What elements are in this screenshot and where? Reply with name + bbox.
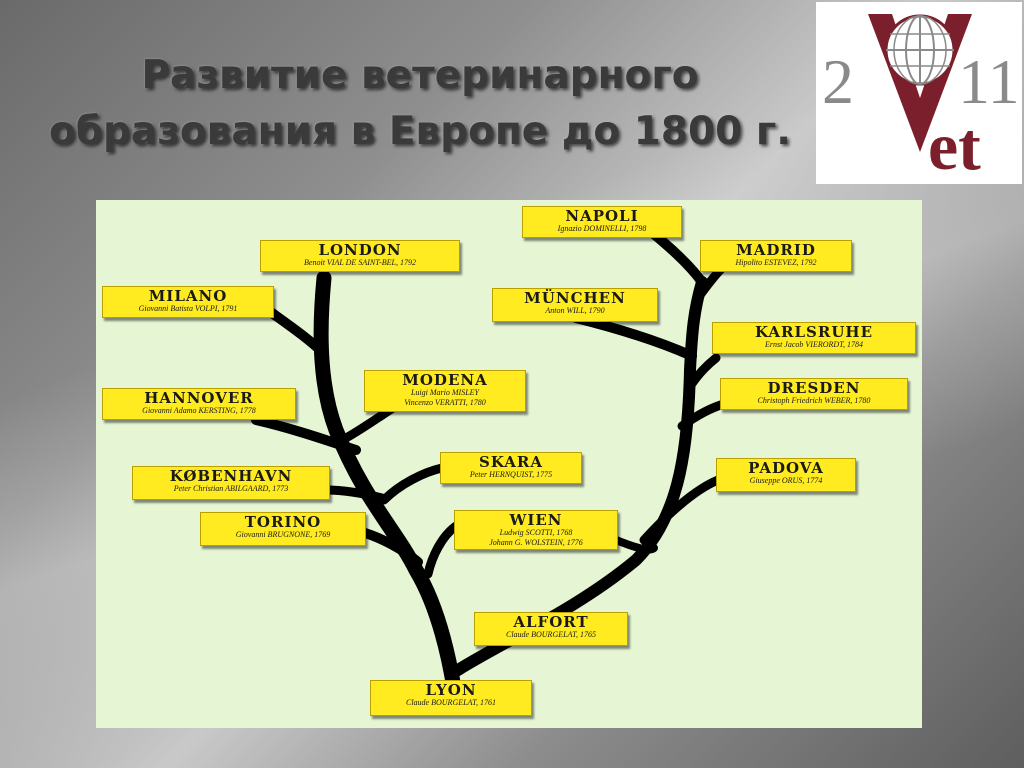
node-wien: WIEN Ludwig SCOTTI, 1768 Johann G. WOLST… — [454, 510, 618, 550]
node-founder-label: Giovanni Adamo KERSTING, 1778 — [142, 406, 256, 415]
slide-title-line-2: образования в Европе до 1800 г. — [48, 109, 792, 154]
logo-digits-right: 11 — [958, 46, 1020, 117]
node-founder-label: Giovanni BRUGNONE, 1769 — [235, 530, 331, 539]
node-madrid: MADRID Hipolito ESTEVEZ, 1792 — [700, 240, 852, 272]
node-city-label: MADRID — [736, 241, 816, 259]
node-lyon: LYON Claude BOURGELAT, 1761 — [370, 680, 532, 716]
node-city-label: HANNOVER — [144, 389, 254, 407]
node-founder-label: Anton WILL, 1790 — [545, 306, 605, 315]
branch-torino — [357, 527, 423, 567]
node-munchen: MÜNCHEN Anton WILL, 1790 — [492, 288, 658, 322]
node-founder-label: Benoit VIAL DE SAINT-BEL, 1792 — [304, 258, 416, 267]
node-city-label: MÜNCHEN — [524, 289, 626, 307]
node-city-label: ALFORT — [513, 613, 589, 631]
node-hannover: HANNOVER Giovanni Adamo KERSTING, 1778 — [102, 388, 296, 420]
node-city-label: MODENA — [402, 371, 488, 389]
tree-branches — [251, 219, 729, 696]
node-founder-label: Ignazio DOMINELLI, 1798 — [557, 224, 647, 233]
node-karlsruhe: KARLSRUHE Ernst Jacob VIERORDT, 1784 — [712, 322, 916, 354]
node-city-label: SKARA — [478, 453, 543, 471]
tree-diagram: LYON Claude BOURGELAT, 1761 ALFORT Claud… — [96, 200, 922, 728]
node-founder-label: Giovanni Batista VOLPI, 1791 — [138, 304, 238, 313]
node-skara: SKARA Peter HERNQUIST, 1775 — [440, 452, 582, 484]
node-london: LONDON Benoit VIAL DE SAINT-BEL, 1792 — [260, 240, 460, 272]
node-city-label: TORINO — [244, 513, 322, 531]
node-founder-label: Claude BOURGELAT, 1765 — [506, 630, 596, 639]
logo-et: et — [928, 108, 981, 184]
vet-2011-logo: 2 11 V et — [816, 2, 1022, 184]
branch-main-trunk — [313, 270, 462, 696]
node-founder-label: Claude BOURGELAT, 1761 — [406, 698, 496, 707]
node-modena: MODENA Luigi Mario MISLEY Vincenzo VERAT… — [364, 370, 526, 412]
slide-title-line-1: Развитие ветеринарного — [141, 53, 699, 98]
node-napoli: NAPOLI Ignazio DOMINELLI, 1798 — [522, 206, 682, 238]
node-milano: MILANO Giovanni Batista VOLPI, 1791 — [102, 286, 274, 318]
node-city-label: NAPOLI — [565, 207, 639, 225]
node-founder-label: Luigi Mario MISLEY — [410, 388, 479, 397]
branch-padova — [639, 475, 723, 545]
node-padova: PADOVA Giuseppe ORUS, 1774 — [716, 458, 856, 492]
node-kobenhavn: KØBENHAVN Peter Christian ABILGAARD, 177… — [132, 466, 330, 500]
node-city-label: LYON — [425, 681, 477, 699]
logo-digit-left: 2 — [822, 46, 854, 117]
node-founder-label: Giuseppe ORUS, 1774 — [749, 476, 823, 485]
node-founder-label: Johann G. WOLSTEIN, 1776 — [489, 538, 583, 547]
node-alfort: ALFORT Claude BOURGELAT, 1765 — [474, 612, 628, 646]
branch-wien-left — [423, 521, 461, 579]
node-founder-label: Vincenzo VERATTI, 1780 — [404, 398, 486, 407]
node-founder-label: Peter Christian ABILGAARD, 1773 — [173, 484, 289, 493]
node-city-label: PADOVA — [748, 459, 824, 477]
slide-title: Развитие ветеринарного образования в Евр… — [30, 48, 810, 160]
branch-hannover — [251, 415, 361, 455]
node-city-label: DRESDEN — [767, 379, 861, 397]
node-founder-label: Christoph Friedrich WEBER, 1780 — [757, 396, 871, 405]
node-city-label: KARLSRUHE — [754, 323, 874, 341]
node-founder-label: Hipolito ESTEVEZ, 1792 — [735, 258, 817, 267]
node-city-label: WIEN — [509, 511, 563, 529]
branch-wien-right — [612, 536, 658, 554]
node-dresden: DRESDEN Christoph Friedrich WEBER, 1780 — [720, 378, 908, 410]
branch-skara — [379, 463, 447, 505]
node-city-label: KØBENHAVN — [169, 467, 293, 485]
node-city-label: MILANO — [148, 287, 228, 305]
branch-karlsruhe — [683, 353, 721, 395]
branch-munchen — [571, 313, 697, 361]
node-founder-label: Peter HERNQUIST, 1775 — [469, 470, 553, 479]
globe-icon — [868, 14, 972, 152]
node-founder-label: Ludwig SCOTTI, 1768 — [499, 528, 573, 537]
node-torino: TORINO Giovanni BRUGNONE, 1769 — [200, 512, 366, 546]
node-founder-label: Ernst Jacob VIERORDT, 1784 — [764, 340, 864, 349]
node-city-label: LONDON — [318, 241, 402, 259]
